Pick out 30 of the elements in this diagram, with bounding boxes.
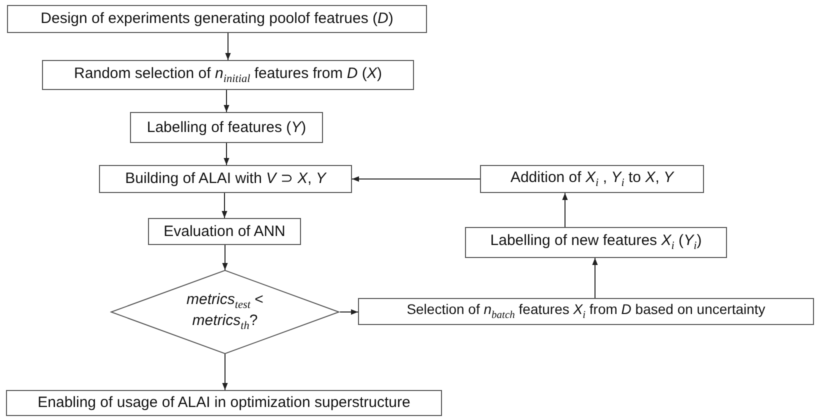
arrow [340, 309, 358, 315]
process-box [465, 227, 727, 258]
arrow [352, 176, 480, 182]
process-box [7, 5, 427, 33]
step-text: Enabling of usage of ALAI in optimization superstructure [38, 394, 410, 412]
arrow [224, 142, 230, 166]
step-text: Design of experiments generating poolof featrues (D) [40, 10, 394, 28]
step-text: Labelling of features (Y) [146, 118, 306, 136]
step-text: Addition of X$_{i}$ , Y$_{i}$ to X, Y [510, 168, 674, 190]
step-text: Selection of n$_{batch}$ features X$_{i}$ from D based on uncertainty [406, 301, 766, 322]
arrow [562, 192, 568, 228]
arrow [225, 32, 231, 60]
step-text: Random selection of n$_{initial}$ features from D (X) [74, 64, 382, 86]
decision-diamond [110, 270, 340, 354]
process-box [99, 165, 352, 193]
process-box [6, 390, 442, 416]
process-box [358, 298, 814, 325]
process-box [130, 112, 323, 143]
step-text: Evaluation of ANN [164, 222, 286, 240]
arrow [224, 90, 230, 112]
decision-text: metrics$_{test}$ < metrics$_{th}$? [186, 291, 264, 333]
process-box [42, 60, 414, 90]
process-box [480, 165, 704, 193]
arrow [592, 258, 598, 298]
step-text: Labelling of new features X$_{i}$ (Y$_{i}$) [490, 232, 702, 253]
arrow [222, 244, 228, 270]
process-box [148, 218, 301, 245]
step-text: Building of ALAI with V ⊃ X, Y [125, 170, 326, 188]
arrow [222, 192, 228, 218]
arrow [222, 354, 228, 390]
